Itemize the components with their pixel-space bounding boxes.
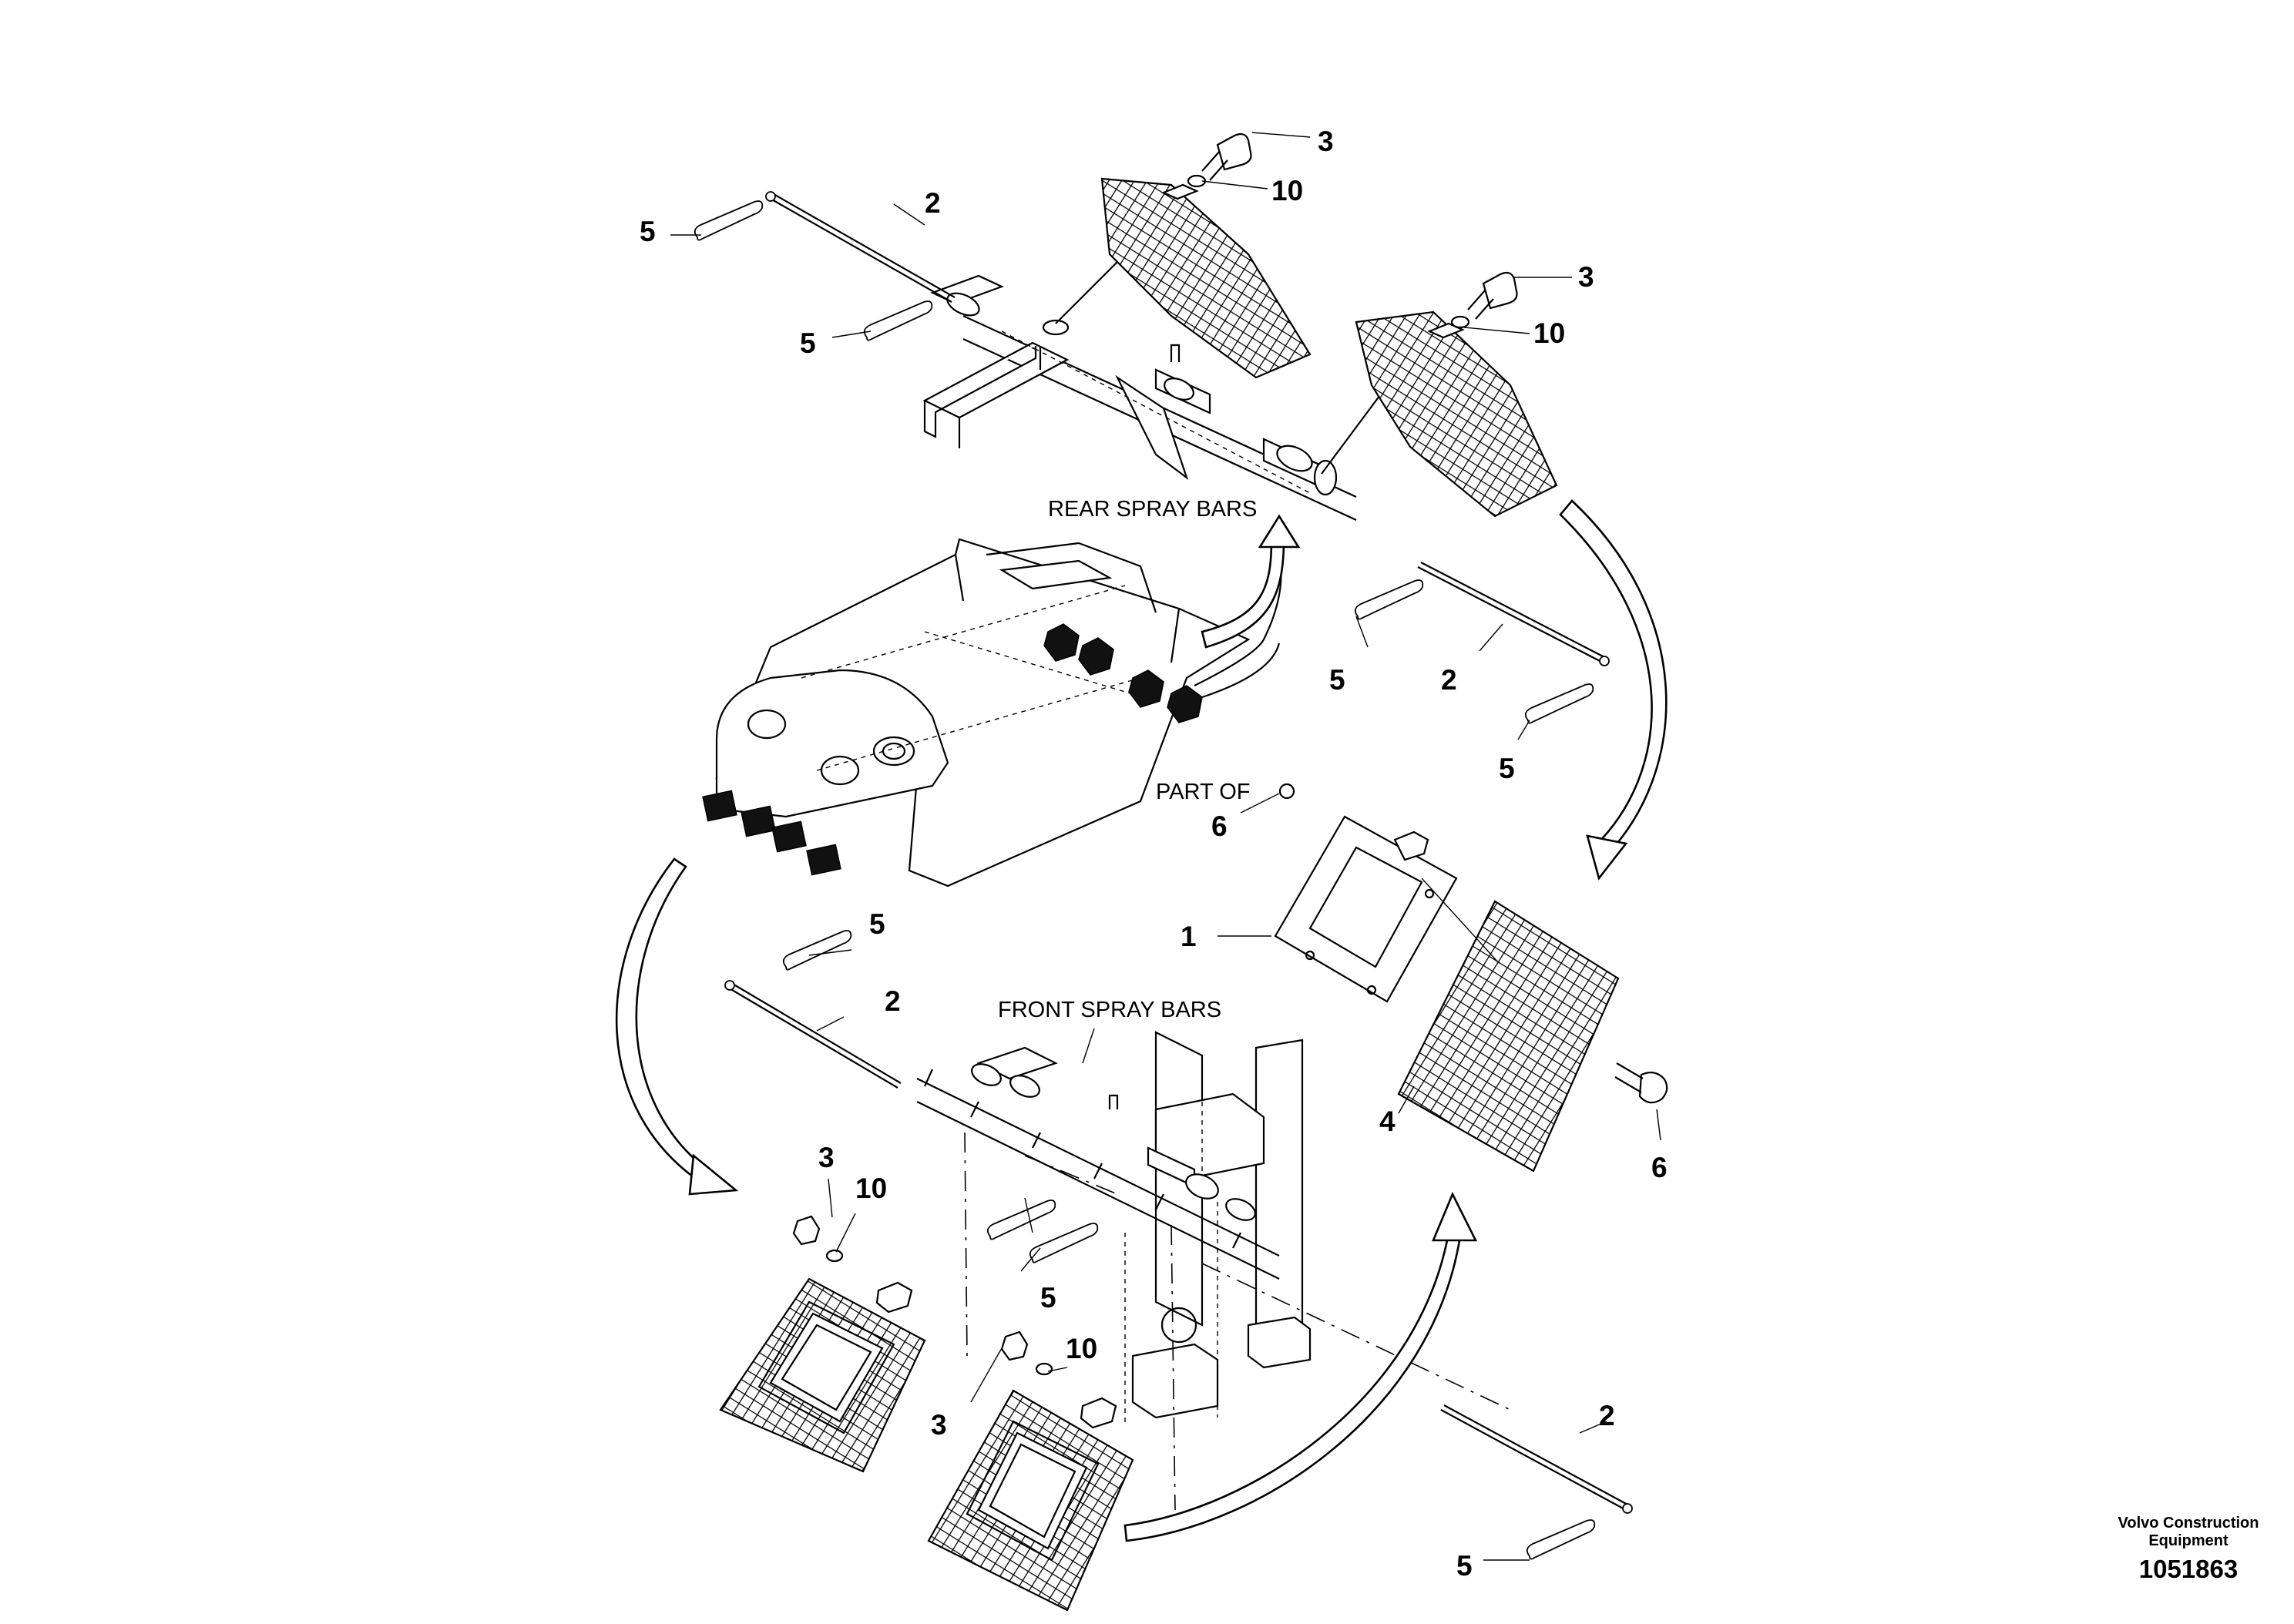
cotter-pin-5g	[1526, 1519, 1596, 1560]
callout-2: 2	[1599, 1400, 1615, 1431]
cotter-pin-5f	[986, 1200, 1056, 1240]
cotter-pin-5a	[694, 200, 764, 241]
assembly-arrows	[615, 499, 1668, 1542]
front-valve-4	[806, 844, 841, 876]
rear-valve-3	[1128, 669, 1164, 708]
callout-5: 5	[1499, 753, 1515, 784]
leader-lines	[670, 132, 1661, 1561]
control-knob-left	[747, 709, 787, 740]
front-valve-3	[771, 820, 807, 853]
front-control-box	[715, 669, 949, 818]
front-spray-bar-tube	[916, 1078, 1280, 1280]
cotter-pin-5c	[1354, 579, 1424, 620]
rod-2-front-right	[1440, 1404, 1630, 1511]
callout-3: 3	[1578, 261, 1594, 293]
cotter-pin-5e	[782, 930, 852, 971]
callout-3: 3	[818, 1142, 835, 1173]
callout-5: 5	[640, 216, 656, 247]
washer-10-front-left	[825, 1249, 844, 1263]
callout-5: 5	[869, 908, 885, 940]
callout-5: 5	[800, 327, 816, 359]
rear-spray-bar-assembly	[694, 133, 1610, 724]
bolt-3-rear-right	[1482, 271, 1518, 310]
callout-10: 10	[855, 1173, 887, 1204]
arrow-rear	[1201, 538, 1285, 649]
callout-6: 6	[1211, 810, 1228, 842]
callout-5: 5	[1329, 664, 1345, 696]
front-valve-1	[702, 790, 737, 822]
callout-6: 6	[1651, 1152, 1668, 1183]
rod-2-rear-left	[770, 193, 956, 303]
arrow-to-detail	[1559, 499, 1668, 857]
flap-detail-assembly	[1274, 783, 1668, 1173]
rear-mount-bracket	[922, 341, 1070, 438]
rear-valve-4	[1167, 685, 1203, 723]
cotter-pin-5b	[863, 300, 933, 341]
washer-10-front-right	[1035, 1362, 1053, 1376]
callout-10: 10	[1066, 1333, 1097, 1364]
screw-6	[1638, 1071, 1668, 1104]
bolt-3-front-right	[1000, 1330, 1029, 1361]
caption-front-spray-bars: FRONT SPRAY BARS	[998, 998, 1221, 1022]
callout-3: 3	[931, 1409, 947, 1441]
callout-10: 10	[1271, 175, 1303, 206]
front-valve-2	[741, 805, 776, 837]
callout-2: 2	[925, 187, 941, 219]
control-knob-right	[820, 755, 860, 786]
screw-6-part-of	[1278, 783, 1295, 800]
front-spray-bar-assembly	[719, 930, 1633, 1612]
washer-10-rear-right	[1450, 315, 1470, 329]
rear-valve-1	[1043, 623, 1080, 662]
company-name: Volvo Construction Equipment	[2118, 1515, 2259, 1549]
machine-body	[702, 538, 1282, 887]
callout-4: 4	[1379, 1106, 1396, 1137]
rod-2-front-left	[727, 982, 902, 1089]
rod-2-rear-right	[1417, 562, 1607, 663]
captions: REAR SPRAY BARS FRONT SPRAY BARS PART OF	[998, 497, 1257, 1022]
callout-labels: 3 10 2 5 5 3 10 5 2 5 6 1 4 6 5 2 3 10 5…	[640, 126, 1668, 1582]
callout-5: 5	[1456, 1550, 1473, 1582]
callout-2: 2	[1441, 664, 1457, 696]
arrow-front-left	[615, 857, 710, 1184]
bolt-3-rear-left	[1216, 133, 1252, 171]
mesh-panel-4	[1397, 900, 1620, 1173]
callout-1: 1	[1181, 921, 1197, 952]
cotter-pin-5d	[1524, 683, 1594, 724]
callout-3: 3	[1318, 126, 1334, 157]
flap-frame-1	[1274, 815, 1458, 1003]
rear-valve-2	[1078, 637, 1114, 676]
callout-10: 10	[1533, 317, 1565, 349]
drawing-number: 1051863	[2138, 1555, 2239, 1583]
rear-mud-flap-left	[1100, 177, 1312, 379]
caption-part-of: PART OF	[1156, 780, 1250, 804]
callout-5: 5	[1040, 1282, 1056, 1314]
rear-mud-flap-right	[1355, 310, 1558, 518]
bolt-3-front-left	[792, 1215, 821, 1246]
callout-2: 2	[885, 985, 901, 1017]
caption-rear-spray-bars: REAR SPRAY BARS	[1048, 497, 1257, 522]
